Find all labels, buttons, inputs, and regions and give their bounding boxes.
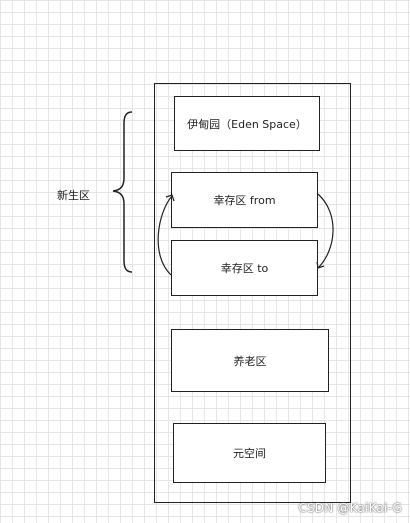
eden-space-box: 伊甸园（Eden Space）: [174, 96, 320, 151]
survivor-from-label: 幸存区 from: [213, 194, 276, 207]
eden-space-label: 伊甸园（Eden Space）: [187, 117, 307, 131]
old-generation-box: 养老区: [171, 329, 329, 392]
survivor-from-box: 幸存区 from: [171, 172, 318, 228]
young-generation-label: 新生区: [57, 189, 90, 202]
survivor-to-box: 幸存区 to: [171, 240, 318, 296]
young-generation-brace: [112, 111, 133, 273]
survivor-to-label: 幸存区 to: [220, 262, 269, 275]
old-generation-label: 养老区: [233, 354, 267, 368]
metaspace-box: 元空间: [173, 423, 326, 483]
metaspace-label: 元空间: [233, 447, 266, 460]
csdn-watermark: CSDN @KaiKai-G: [298, 501, 402, 515]
heap-container: [154, 83, 351, 503]
